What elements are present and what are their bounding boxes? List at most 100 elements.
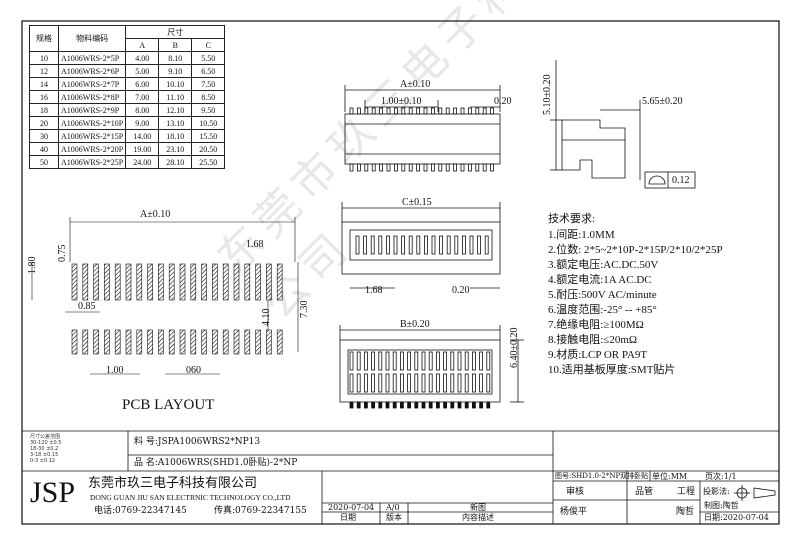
dim-bottom-640: 6.40±0.20 bbox=[509, 327, 520, 369]
cell-spec: 12 bbox=[29, 64, 59, 78]
cell-a: 7.00 bbox=[125, 90, 160, 104]
cell-spec: 18 bbox=[29, 103, 59, 117]
company-name-cn: 东莞市玖三电子科技有限公司 bbox=[88, 476, 258, 491]
requirement-item: 7.绝缘电阻:≥100MΩ bbox=[548, 319, 644, 331]
dim-pcb-168: 1.68 bbox=[246, 239, 264, 250]
cell-c: 20.50 bbox=[191, 142, 226, 156]
cell-b: 23.10 bbox=[158, 142, 193, 156]
cell-spec: 10 bbox=[29, 51, 59, 65]
cell-part: A1006WRS-2*9P bbox=[57, 103, 127, 117]
requirement-item: 5.耐压:500V AC/minute bbox=[548, 289, 657, 301]
cell-b: 18.10 bbox=[158, 129, 193, 143]
tolerance-row: 18-30 ±0.2 bbox=[30, 446, 59, 452]
reviewer-name: 杨俊平 bbox=[560, 507, 588, 517]
revision-version: A/0 bbox=[386, 503, 400, 512]
requirement-item: 3.额定电压:AC.DC.50V bbox=[548, 259, 659, 271]
requirement-item: 1.间距:1.0MM bbox=[548, 229, 615, 241]
revision-date: 2020-07-04 bbox=[328, 503, 375, 512]
tolerance-row: 3-18 ±0.15 bbox=[30, 452, 59, 458]
requirement-item: 4.额定电流:1A AC.DC bbox=[548, 274, 652, 286]
cell-a: 6.00 bbox=[125, 77, 160, 91]
dim-top-020: 0.20 bbox=[494, 96, 512, 107]
tolerance-row: 0-3 ±0.12 bbox=[30, 458, 56, 464]
column-description: 内容描述 bbox=[462, 513, 494, 522]
cell-a: 5.00 bbox=[125, 64, 160, 78]
dim-side-565: 5.65±0.20 bbox=[642, 96, 683, 107]
cell-a: 4.00 bbox=[125, 51, 160, 65]
cell-spec: 50 bbox=[29, 155, 59, 169]
title-block-lines bbox=[22, 430, 779, 524]
drawing-border bbox=[21, 20, 780, 525]
dim-top-a: A±0.10 bbox=[400, 79, 431, 90]
header-spec: 规格 bbox=[29, 25, 59, 52]
dim-flatness: 0.12 bbox=[672, 175, 690, 186]
tolerance-title: 尺寸公差范围 bbox=[30, 434, 61, 440]
cell-c: 9.50 bbox=[191, 103, 226, 117]
page-number: 页次:1/1 bbox=[705, 472, 737, 481]
header-c: C bbox=[191, 38, 226, 52]
requirement-item: 8.接触电阻:≤20mΩ bbox=[548, 334, 638, 346]
requirement-item: 10.适用基板厚度:SMT贴片 bbox=[548, 364, 676, 376]
dim-pcb-060: 060 bbox=[186, 365, 201, 376]
cell-part: A1006WRS-2*15P bbox=[57, 129, 127, 143]
cell-b: 11.10 bbox=[158, 90, 193, 104]
cell-part: A1006WRS-2*6P bbox=[57, 64, 127, 78]
engineer-name: 陶哲 bbox=[676, 507, 695, 517]
projection-symbol bbox=[734, 485, 776, 501]
company-logo: JSP bbox=[30, 476, 76, 509]
dim-pcb-180: 1.80 bbox=[27, 256, 38, 275]
requirement-item: 6.温度范围:-25° -- +85° bbox=[548, 304, 657, 316]
cell-part: A1006WRS-2*7P bbox=[57, 77, 127, 91]
cell-a: 14.00 bbox=[125, 129, 160, 143]
cell-spec: 40 bbox=[29, 142, 59, 156]
company-fax: 传真:0769-22347155 bbox=[214, 506, 307, 516]
pcb-layout-title: PCB LAYOUT bbox=[122, 397, 215, 413]
cell-b: 28.10 bbox=[158, 155, 193, 169]
company-name-en: DONG GUAN JIU SAN ELECTRNIC TECHNOLOGY C… bbox=[90, 493, 291, 502]
pcb-layout bbox=[31, 217, 299, 375]
cell-spec: 30 bbox=[29, 129, 59, 143]
dim-pcb-a: A±0.10 bbox=[140, 209, 171, 220]
cell-c: 6.50 bbox=[191, 64, 226, 78]
review-label: 审核 bbox=[566, 487, 585, 497]
front-view bbox=[341, 202, 501, 289]
cell-b: 9.10 bbox=[158, 64, 193, 78]
requirements-title: 技术要求: bbox=[548, 213, 596, 225]
product-name: 品 名:A1006WRS(SHD1.0卧贴)-2*NP bbox=[134, 458, 298, 468]
cell-part: A1006WRS-2*8P bbox=[57, 90, 127, 104]
drawing-number: 图号:SHD1.0-2*NP双排卧贴 bbox=[555, 472, 649, 480]
cell-c: 8.50 bbox=[191, 90, 226, 104]
dim-bottom-b: B±0.20 bbox=[400, 319, 430, 330]
dim-pcb-410: 4.10 bbox=[261, 308, 272, 327]
dim-pcb-075: 0.75 bbox=[57, 244, 68, 263]
cell-c: 7.50 bbox=[191, 77, 226, 91]
cell-part: A1006WRS-2*20P bbox=[57, 142, 127, 156]
cell-b: 13.10 bbox=[158, 116, 193, 130]
header-a: A bbox=[125, 38, 160, 52]
column-date: 日期 bbox=[340, 513, 356, 522]
cell-c: 10.50 bbox=[191, 116, 226, 130]
tolerance-table: 尺寸公差范围 30-120 ±0.5 18-30 ±0.2 3-18 ±0.15… bbox=[30, 434, 61, 464]
dim-front-168: 1.68 bbox=[365, 285, 383, 296]
cell-part: A1006WRS-2*25P bbox=[57, 155, 127, 169]
cell-b: 12.10 bbox=[158, 103, 193, 117]
revision-description: 新图 bbox=[470, 503, 486, 512]
header-part: 物料编码 bbox=[57, 25, 127, 52]
dim-front-c: C±0.15 bbox=[402, 197, 432, 208]
cell-spec: 16 bbox=[29, 90, 59, 104]
cell-part: A1006WRS-2*10P bbox=[57, 116, 127, 130]
part-number: 料 号:JSPA1006WRS2*NP13 bbox=[134, 437, 261, 447]
dim-pcb-085: 0.85 bbox=[78, 301, 96, 312]
tolerance-row: 30-120 ±0.5 bbox=[30, 440, 62, 446]
dim-side-510: 5.10±0.20 bbox=[542, 74, 553, 116]
column-version: 版本 bbox=[386, 513, 402, 522]
drawing-date: 日期:2020-07-04 bbox=[704, 513, 769, 522]
dim-pcb-730: 7.30 bbox=[299, 300, 310, 319]
